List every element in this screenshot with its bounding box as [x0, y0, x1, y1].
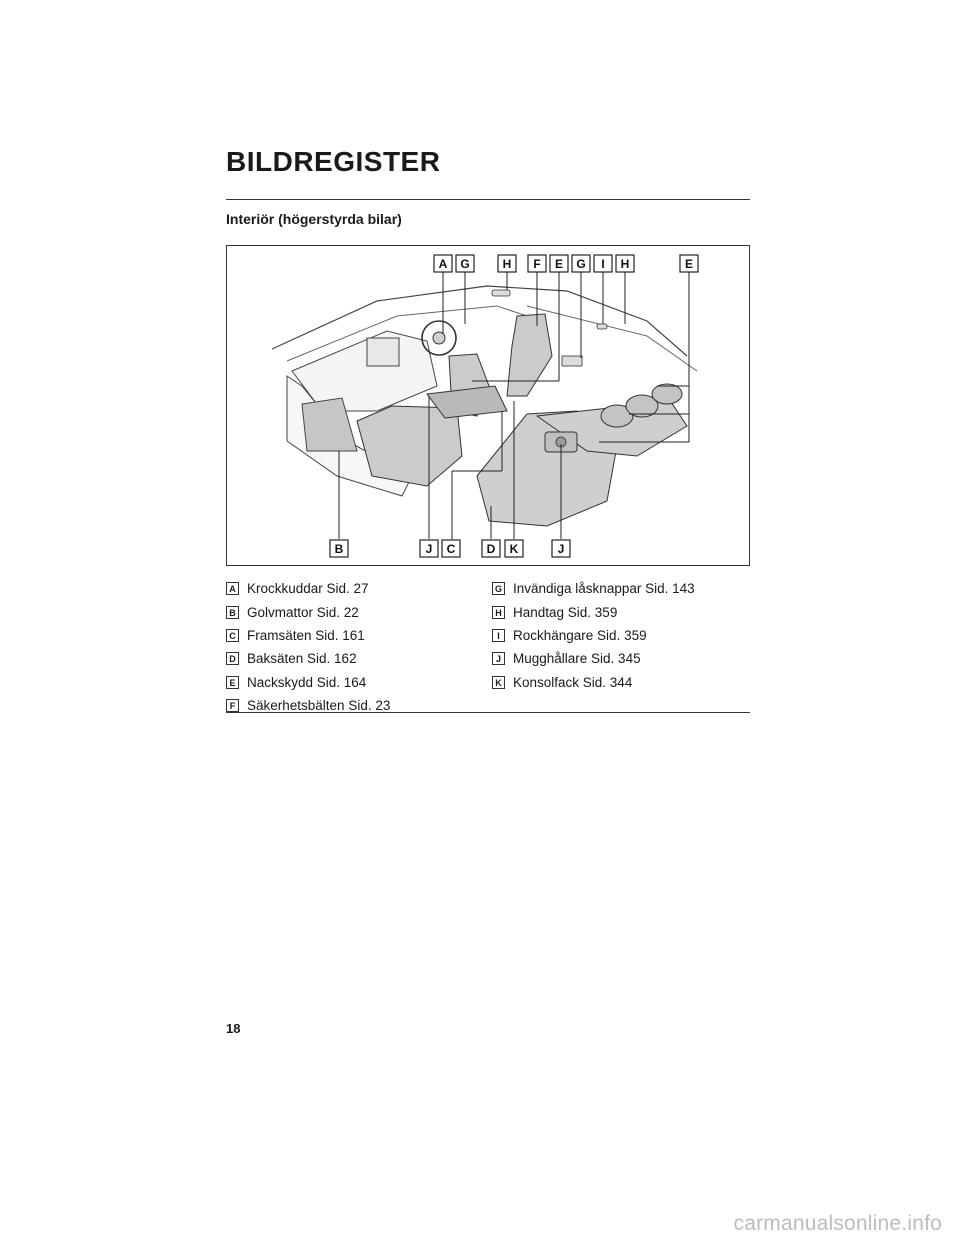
leader-lines-bottom — [338, 396, 562, 539]
callout-d-bottom: D — [487, 542, 496, 556]
legend-column-right: G Invändiga låsknappar Sid. 143 H Handta… — [492, 577, 695, 694]
legend-key: A — [226, 582, 239, 596]
legend-text: Konsolfack Sid. 344 — [513, 674, 633, 690]
legend-text: Golvmattor Sid. 22 — [247, 604, 359, 620]
callout-a-top: A — [439, 257, 448, 271]
section-subtitle: Interiör (högerstyrda bilar) — [226, 211, 402, 227]
legend-item: A Krockkuddar Sid. 27 — [226, 577, 390, 600]
legend-item: H Handtag Sid. 359 — [492, 600, 695, 623]
legend-column-left: A Krockkuddar Sid. 27 B Golvmattor Sid. … — [226, 577, 390, 717]
callout-k-bottom: K — [510, 542, 519, 556]
legend-key: D — [226, 652, 239, 666]
legend-text: Säkerhetsbälten Sid. 23 — [247, 698, 391, 714]
legend-key: H — [492, 605, 505, 619]
legend-key: B — [226, 605, 239, 619]
title-divider — [226, 199, 750, 200]
legend-key: G — [492, 582, 505, 596]
legend-divider — [226, 712, 750, 713]
legend-item: J Mugghållare Sid. 345 — [492, 647, 695, 670]
legend-item: E Nackskydd Sid. 164 — [226, 671, 390, 694]
legend-item: D Baksäten Sid. 162 — [226, 647, 390, 670]
watermark-link[interactable]: carmanualsonline.info — [733, 1212, 942, 1235]
callout-g2-top: G — [576, 257, 585, 271]
legend-item: K Konsolfack Sid. 344 — [492, 671, 695, 694]
legend-key: C — [226, 628, 239, 642]
right-window-line — [526, 305, 698, 372]
callout-e2-top: E — [685, 257, 693, 271]
floor-mat — [301, 397, 358, 452]
car-interior-drawing: A G H F E G I H E B J C D — [271, 254, 699, 558]
callout-f-top: F — [533, 257, 540, 271]
legend-text: Handtag Sid. 359 — [513, 604, 618, 620]
handle-front — [491, 289, 511, 297]
windshield-edge — [286, 305, 528, 362]
legend-text: Mugghållare Sid. 345 — [513, 651, 641, 667]
callout-h-top: H — [503, 257, 512, 271]
legend-key: K — [492, 675, 505, 689]
front-seat-cushion — [356, 405, 463, 487]
coat-hook — [596, 323, 608, 330]
legend-text: Invändiga låsknappar Sid. 143 — [513, 581, 695, 597]
legend-item: I Rockhängare Sid. 359 — [492, 624, 695, 647]
legend-text: Rockhängare Sid. 359 — [513, 627, 647, 643]
legend-key: F — [226, 699, 239, 713]
headrest-2 — [625, 394, 659, 418]
passenger-seat-back — [506, 313, 553, 397]
callouts-bottom: B J C D K J — [329, 539, 571, 558]
legend-text: Baksäten Sid. 162 — [247, 651, 357, 667]
headrest-3 — [651, 383, 683, 405]
page-number: 18 — [226, 1021, 241, 1036]
legend-text: Krockkuddar Sid. 27 — [247, 581, 369, 597]
legend-item: F Säkerhetsbälten Sid. 23 — [226, 694, 390, 717]
interior-illustration: A G H F E G I H E B J C D — [226, 245, 750, 566]
legend-key: J — [492, 652, 505, 666]
legend-text: Nackskydd Sid. 164 — [247, 674, 367, 690]
headrest-1 — [600, 404, 634, 428]
legend-item: C Framsäten Sid. 161 — [226, 624, 390, 647]
legend-key: I — [492, 628, 505, 642]
callout-h2-top: H — [621, 257, 630, 271]
callout-j2-bottom: J — [558, 542, 565, 556]
callouts-top: A G H F E G I H E — [433, 254, 699, 273]
steering-wheel — [421, 320, 457, 356]
door-lock-knob — [561, 355, 583, 367]
callout-i-top: I — [601, 257, 604, 271]
callout-e-top: E — [555, 257, 563, 271]
steering-hub — [432, 331, 446, 345]
center-console — [426, 385, 508, 419]
center-display — [366, 337, 400, 367]
legend-item: B Golvmattor Sid. 22 — [226, 600, 390, 623]
dashboard — [291, 330, 438, 412]
callout-g-top: G — [460, 257, 469, 271]
leader-lines-top — [442, 272, 690, 443]
callout-j-bottom: J — [426, 542, 433, 556]
legend-key: E — [226, 675, 239, 689]
page-title: BILDREGISTER — [226, 146, 441, 177]
legend-text: Framsäten Sid. 161 — [247, 627, 365, 643]
callout-b-bottom: B — [335, 542, 344, 556]
legend-item: G Invändiga låsknappar Sid. 143 — [492, 577, 695, 600]
callout-c-bottom: C — [447, 542, 456, 556]
roof-outline — [271, 285, 688, 357]
